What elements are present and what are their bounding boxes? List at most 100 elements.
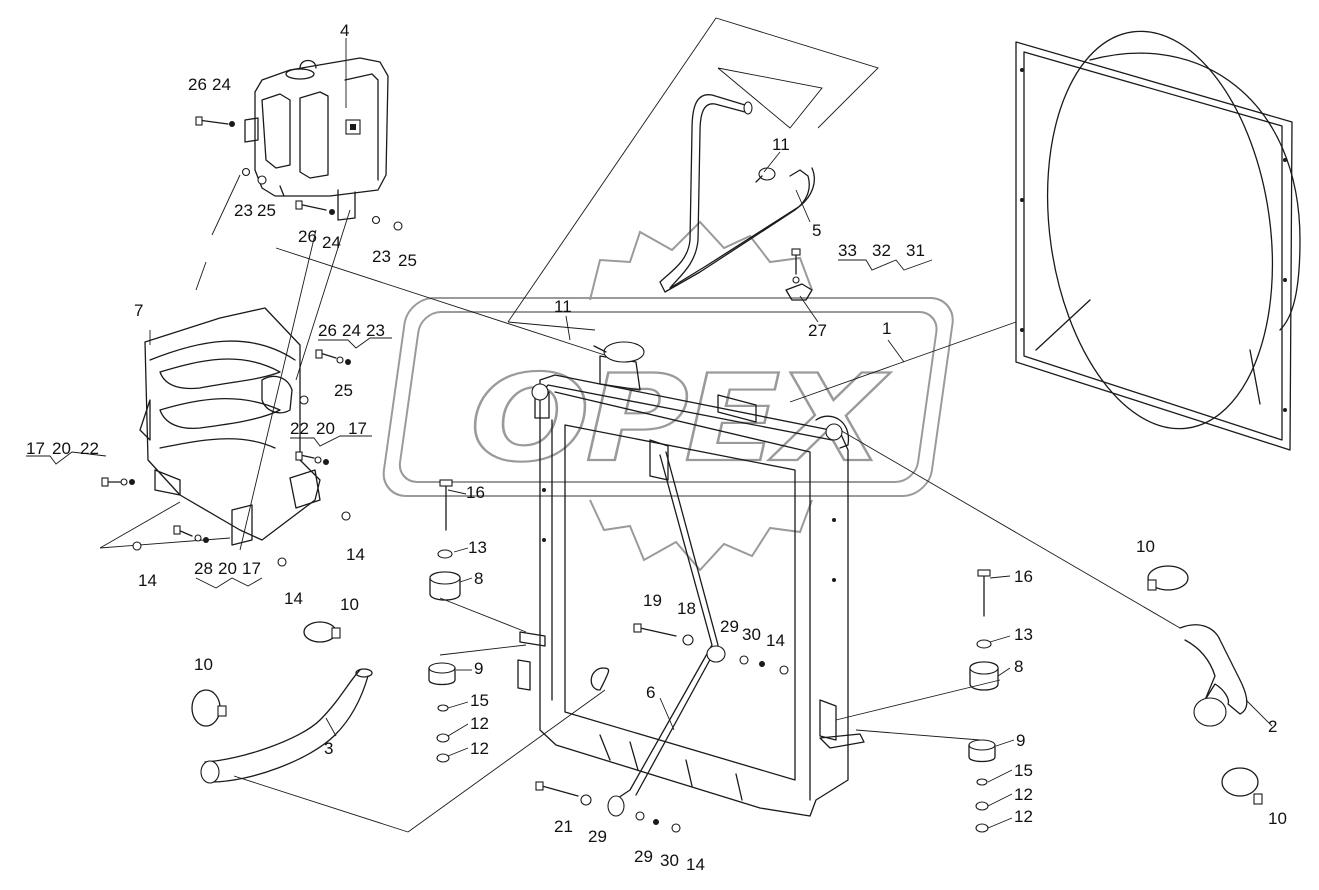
callout-9: 9 — [1016, 731, 1025, 750]
callout-24: 24 — [322, 233, 341, 252]
tank-guide-line-2 — [195, 261, 207, 291]
callout-8: 8 — [474, 569, 483, 588]
watermark-text: OPEX — [470, 350, 891, 489]
callout-33: 33 — [838, 241, 857, 260]
callout-23: 23 — [372, 247, 391, 266]
callout-29: 29 — [588, 827, 607, 846]
callout-30: 30 — [660, 851, 679, 870]
callout-20: 20 — [218, 559, 237, 578]
shield-line-b — [99, 537, 231, 549]
callout-15: 15 — [470, 691, 489, 710]
upper-hose — [1147, 565, 1263, 805]
callout-17: 17 — [348, 419, 367, 438]
shield-hardware — [101, 349, 351, 567]
callout-27: 27 — [808, 321, 827, 340]
callout-26: 26 — [298, 227, 317, 246]
callout-7: 7 — [134, 301, 143, 320]
tank-hardware — [195, 116, 403, 231]
left-mount-stack — [428, 479, 461, 763]
expansion-tank — [244, 57, 389, 221]
callout-14: 14 — [346, 545, 365, 564]
callout-13: 13 — [468, 538, 487, 557]
callout-11: 11 — [772, 135, 790, 154]
callout-14: 14 — [686, 855, 705, 874]
lower-hose — [191, 621, 373, 784]
leader-lines-long — [99, 17, 1181, 833]
callout-16: 16 — [1014, 567, 1033, 586]
hose-3-to-radiator-b — [407, 689, 606, 833]
callout-25: 25 — [398, 251, 417, 270]
fan-shroud — [1015, 30, 1301, 451]
tank-bracket-line-2 — [239, 229, 317, 551]
callout-2: 2 — [1268, 717, 1277, 736]
support-rod — [535, 451, 789, 833]
callout-10: 10 — [1136, 537, 1155, 556]
callout-30: 30 — [742, 625, 761, 644]
callout-14: 14 — [284, 589, 303, 608]
callout-23: 23 — [366, 321, 385, 340]
callout-1: 1 — [882, 319, 891, 338]
callout-25: 25 — [257, 201, 276, 220]
tank-bracket-line — [295, 209, 351, 381]
callout-4: 4 — [340, 21, 349, 40]
callout-9: 9 — [474, 659, 483, 678]
watermark-frame-outer — [382, 297, 954, 497]
callout-29: 29 — [634, 847, 653, 866]
hose-5-boundary — [507, 17, 879, 323]
callout-14: 14 — [138, 571, 157, 590]
callout-24: 24 — [342, 321, 361, 340]
callout-24: 24 — [212, 75, 231, 94]
callout-17: 17 — [26, 439, 45, 458]
callout-6: 6 — [646, 683, 655, 702]
callout-19: 19 — [643, 591, 662, 610]
callout-29: 29 — [720, 617, 739, 636]
callout-12: 12 — [470, 714, 489, 733]
callout-22: 22 — [290, 419, 309, 438]
callout-leaders — [26, 38, 1273, 829]
coolant-pipe — [659, 94, 815, 293]
mount-line-left — [439, 597, 527, 633]
watermark-gear — [589, 220, 813, 572]
radiator-to-shroud-line — [789, 321, 1017, 403]
shield-line-a — [99, 501, 181, 549]
callout-32: 32 — [872, 241, 891, 260]
bracket-27-hardware — [785, 248, 813, 301]
callout-14: 14 — [766, 631, 785, 650]
mount-line-right-2 — [855, 729, 981, 741]
callout-3: 3 — [324, 739, 333, 758]
callout-18: 18 — [677, 599, 696, 618]
callout-20: 20 — [52, 439, 71, 458]
callout-21: 21 — [554, 817, 573, 836]
hose-3-to-radiator-a — [233, 775, 409, 833]
mount-line-right — [835, 679, 1001, 721]
callout-31: 31 — [906, 241, 925, 260]
callout-25: 25 — [334, 381, 353, 400]
callout-12: 12 — [470, 739, 489, 758]
boundary-link — [507, 321, 596, 331]
callout-10: 10 — [194, 655, 213, 674]
tank-guide-line — [211, 174, 241, 236]
watermark-frame-inner — [398, 311, 938, 483]
callout-16: 16 — [466, 483, 485, 502]
callout-26: 26 — [188, 75, 207, 94]
callout-8: 8 — [1014, 657, 1023, 676]
tank-to-radiator-line — [275, 247, 621, 361]
callout-26: 26 — [318, 321, 337, 340]
callout-15: 15 — [1014, 761, 1033, 780]
heat-shield — [139, 307, 321, 546]
callout-10: 10 — [1268, 809, 1287, 828]
mount-line-left-2 — [439, 644, 527, 656]
callout-17: 17 — [242, 559, 261, 578]
callout-12: 12 — [1014, 785, 1033, 804]
callout-labels: 4 26 24 23 25 26 24 23 25 11 5 33 32 31 … — [26, 21, 1287, 874]
radiator — [517, 341, 865, 817]
radiator-to-hose-2-line — [839, 429, 1181, 629]
callout-23: 23 — [234, 201, 253, 220]
callout-28: 28 — [194, 559, 213, 578]
callout-22: 22 — [80, 439, 99, 458]
hose-5-box — [717, 67, 823, 129]
callout-20: 20 — [316, 419, 335, 438]
right-mount-stack — [968, 569, 999, 833]
